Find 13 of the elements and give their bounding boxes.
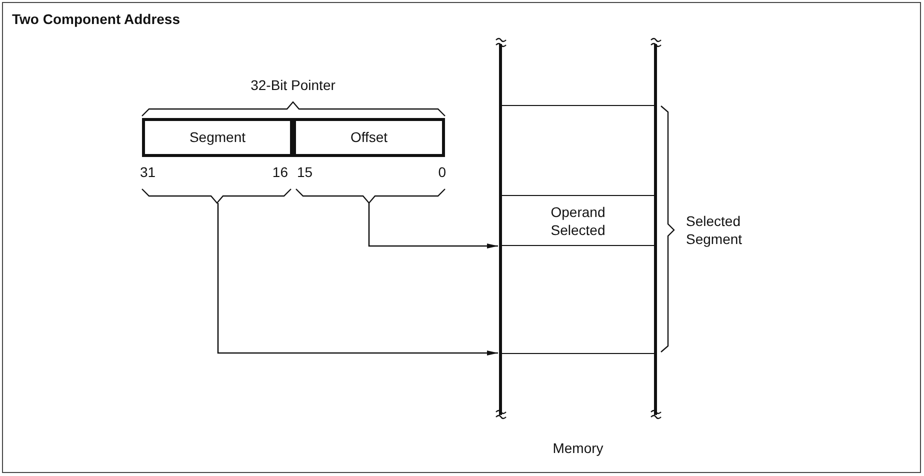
bit-number: 0 — [437, 163, 446, 181]
bit-number: 31 — [140, 163, 157, 181]
arrow — [368, 203, 498, 248]
bit-number: 15 — [297, 163, 314, 181]
memory-cell: Operand Selected — [499, 195, 657, 246]
title: Two Component Address — [12, 10, 180, 29]
bit-field: Offset — [293, 118, 445, 157]
pointer-label: 32-Bit Pointer — [250, 76, 336, 94]
bit-number: 16 — [271, 163, 288, 181]
arrow — [217, 203, 498, 356]
memory-label: Memory — [552, 439, 604, 458]
bit-field: Segment — [142, 118, 293, 157]
brace-label: Selected Segment — [686, 212, 744, 248]
